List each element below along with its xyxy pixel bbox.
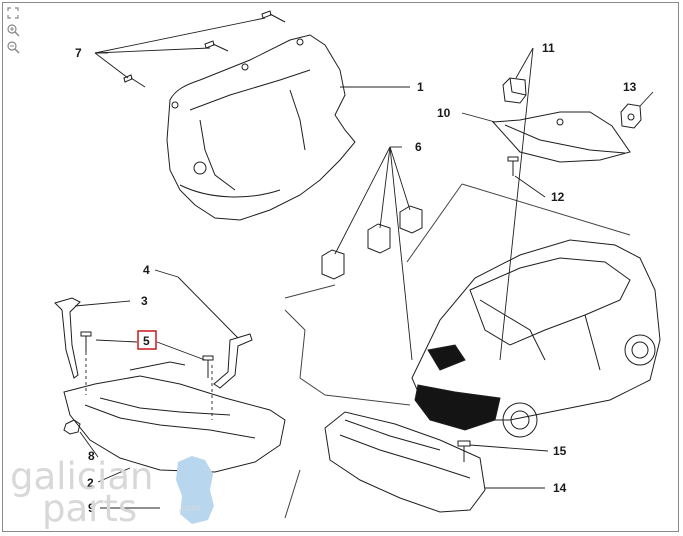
watermark-line2: parts bbox=[42, 487, 137, 530]
part-13-clip[interactable] bbox=[620, 103, 642, 129]
part-10-bracket[interactable] bbox=[491, 111, 631, 163]
part-8-nut[interactable] bbox=[63, 419, 81, 435]
part-6-grommets[interactable] bbox=[321, 205, 423, 280]
watermark-logo: galician parts .com bbox=[10, 455, 214, 530]
viewer-toolbar bbox=[6, 6, 22, 57]
part-14-front-undertray[interactable] bbox=[324, 411, 486, 513]
callout-4[interactable]: 4 bbox=[143, 263, 150, 277]
callout-9[interactable]: 9 bbox=[88, 501, 95, 515]
callout-labels: 1 2 3 4 5 6 7 8 9 10 11 12 13 14 15 bbox=[75, 41, 637, 515]
callout-5[interactable]: 5 bbox=[143, 334, 150, 348]
callout-2[interactable]: 2 bbox=[87, 476, 94, 490]
part-12-screw[interactable] bbox=[507, 156, 519, 176]
callout-1[interactable]: 1 bbox=[417, 80, 424, 94]
leader-lines bbox=[74, 17, 654, 509]
part-3-bracket[interactable] bbox=[54, 297, 81, 379]
part-1-wheel-arch-liner[interactable] bbox=[166, 34, 356, 221]
callout-12[interactable]: 12 bbox=[551, 190, 565, 204]
callout-10[interactable]: 10 bbox=[437, 106, 451, 120]
part-7-screws[interactable] bbox=[123, 10, 286, 88]
callout-13[interactable]: 13 bbox=[623, 80, 637, 94]
watermark-line1: galician bbox=[10, 455, 153, 498]
callout-11[interactable]: 11 bbox=[542, 41, 555, 55]
zoom-wedge-lines bbox=[284, 183, 631, 519]
part-5-screws[interactable] bbox=[80, 331, 214, 378]
fit-screen-icon[interactable] bbox=[6, 6, 20, 20]
callout-8[interactable]: 8 bbox=[88, 449, 95, 463]
part-2-underbody-shield[interactable] bbox=[63, 361, 286, 473]
zoom-in-icon[interactable] bbox=[6, 23, 20, 37]
part-15-screw[interactable] bbox=[457, 440, 471, 462]
callout-6[interactable]: 6 bbox=[415, 140, 422, 154]
watermark-map-shape bbox=[176, 456, 214, 524]
callout-7[interactable]: 7 bbox=[75, 46, 82, 60]
zoom-out-icon[interactable] bbox=[6, 40, 20, 54]
vehicle-illustration bbox=[411, 239, 661, 438]
watermark-domain: .com bbox=[178, 504, 200, 514]
part-11-clip[interactable] bbox=[502, 77, 527, 104]
callout-5-highlight-box bbox=[137, 330, 157, 350]
callout-3[interactable]: 3 bbox=[141, 294, 148, 308]
callout-15[interactable]: 15 bbox=[553, 444, 567, 458]
callout-14[interactable]: 14 bbox=[553, 481, 567, 495]
part-4-bracket[interactable] bbox=[213, 333, 253, 389]
